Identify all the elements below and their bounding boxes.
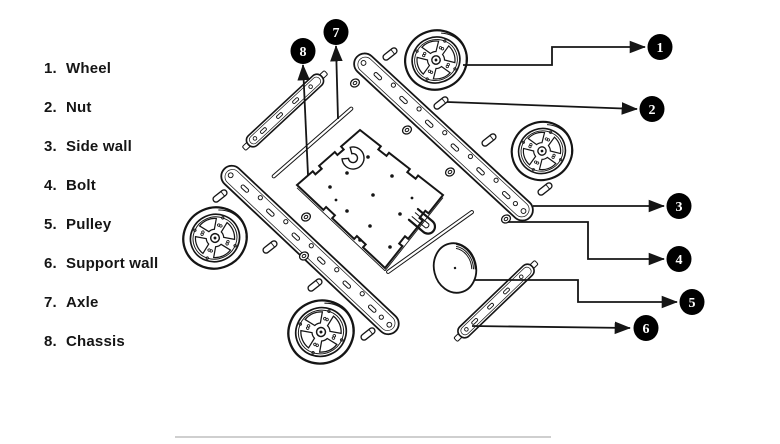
list-item: 4. Bolt	[44, 177, 158, 194]
item-label: Bolt	[66, 177, 96, 194]
leader-line-8	[297, 64, 310, 176]
list-item: 1. Wheel	[44, 60, 158, 77]
list-item: 2. Nut	[44, 99, 158, 116]
item-number: 6.	[44, 255, 57, 272]
callout-badge-7: 7	[323, 19, 349, 45]
chassis-drawing	[295, 128, 445, 272]
callout-number: 3	[676, 200, 683, 215]
wheel-drawing-right	[502, 112, 582, 190]
callout-badge-2: 2	[639, 96, 665, 122]
page-bottom-edge	[175, 436, 551, 438]
item-number: 4.	[44, 177, 57, 194]
item-number: 3.	[44, 138, 57, 155]
callout-badge-4: 4	[666, 246, 692, 272]
callout-badge-5: 5	[679, 289, 705, 315]
callout-badge-8: 8	[290, 38, 316, 64]
hook-cutout	[341, 146, 365, 170]
item-number: 7.	[44, 294, 57, 311]
item-number: 1.	[44, 60, 57, 77]
pulley-drawing	[432, 242, 478, 294]
list-item: 7. Axle	[44, 294, 158, 311]
callout-number: 5	[689, 296, 696, 311]
wheel-drawing-left	[172, 195, 258, 280]
callout-number: 2	[649, 103, 656, 118]
callout-number: 4	[676, 253, 683, 268]
leader-line-4	[508, 221, 665, 266]
chassis-holes	[328, 155, 414, 249]
item-number: 2.	[44, 99, 57, 116]
leader-line-6	[471, 321, 631, 335]
callout-number: 1	[657, 41, 664, 56]
item-number: 8.	[44, 333, 57, 350]
item-number: 5.	[44, 216, 57, 233]
list-item: 8. Chassis	[44, 333, 158, 350]
leader-line-2	[446, 101, 638, 115]
item-label: Support wall	[66, 255, 159, 272]
item-label: Pulley	[66, 216, 112, 233]
callout-badge-3: 3	[666, 193, 692, 219]
list-item: 5. Pulley	[44, 216, 158, 233]
item-label: Wheel	[66, 60, 112, 77]
leader-line-1	[463, 40, 646, 66]
item-label: Side wall	[66, 138, 132, 155]
list-item: 6. Support wall	[44, 255, 158, 272]
callout-badge-6: 6	[633, 315, 659, 341]
callout-number: 6	[643, 322, 650, 337]
item-label: Chassis	[66, 333, 125, 350]
item-label: Nut	[66, 99, 92, 116]
slot-cutout	[407, 207, 437, 235]
item-label: Axle	[66, 294, 99, 311]
wheel-drawing-top	[395, 20, 477, 100]
callout-number: 7	[333, 26, 340, 41]
leader-line-7	[330, 45, 343, 120]
callout-badge-1: 1	[647, 34, 673, 60]
list-item: 3. Side wall	[44, 138, 158, 155]
callout-number: 8	[300, 45, 307, 60]
parts-list: 1. Wheel 2. Nut 3. Side wall 4. Bolt 5. …	[44, 60, 158, 372]
leader-line-5	[474, 279, 678, 309]
